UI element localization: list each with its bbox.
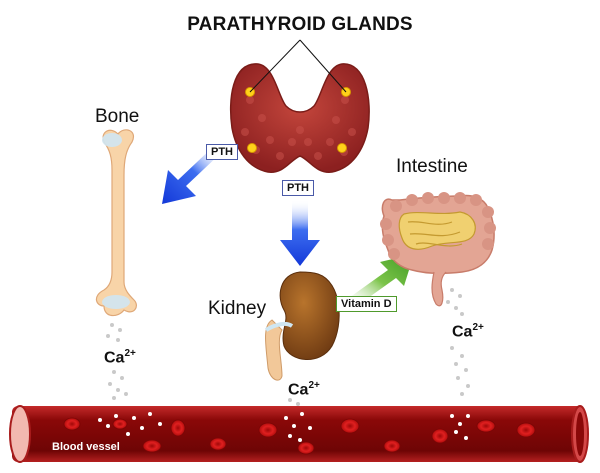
kidney-label: Kidney: [208, 298, 267, 319]
blood-vessel: [9, 405, 589, 463]
bone-label: Bone: [95, 106, 140, 127]
intestine-label: Intestine: [396, 156, 468, 177]
calcium-ion-label-kidney: Ca2+: [288, 380, 320, 399]
vitamin-d-tag: Vitamin D: [336, 296, 397, 312]
kidney-illustration: [264, 271, 340, 381]
pth-arrow-to-kidney: [280, 200, 320, 266]
bone-illustration: [95, 129, 137, 317]
calcium-ion-label-intestine: Ca2+: [452, 322, 484, 341]
calcium-particles: [106, 288, 470, 410]
pth-arrow-to-bone: [162, 146, 222, 204]
intestine-illustration: [380, 192, 496, 307]
blood-vessel-label: Blood vessel: [52, 441, 120, 453]
calcium-ion-label-bone: Ca2+: [104, 348, 136, 367]
pth-tag-kidney: PTH: [282, 180, 314, 196]
diagram-title: PARATHYROID GLANDS: [187, 14, 413, 35]
pth-tag-bone: PTH: [206, 144, 238, 160]
parathyroid-gland: [229, 39, 370, 173]
vitamin-d-arrow: [346, 254, 414, 308]
